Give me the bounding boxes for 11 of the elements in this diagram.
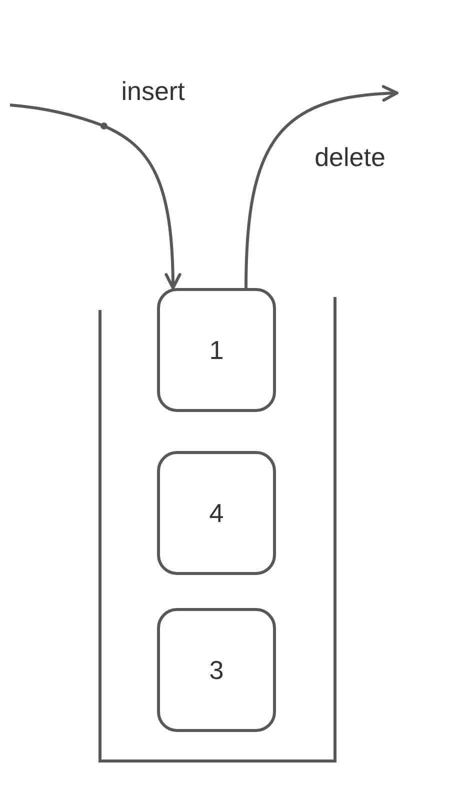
- edge-label: insert: [121, 78, 185, 104]
- stack-item: [157, 451, 276, 575]
- item-number: 1: [209, 337, 224, 363]
- item-number: 3: [209, 657, 224, 683]
- stack-item: [157, 608, 276, 732]
- curved-arrow: [10, 104, 182, 288]
- item-number: 4: [209, 500, 224, 526]
- stack-container: [98, 286, 337, 763]
- edge-label: delete: [314, 144, 386, 170]
- curved-arrow: [244, 86, 398, 288]
- stack-item: [157, 288, 276, 412]
